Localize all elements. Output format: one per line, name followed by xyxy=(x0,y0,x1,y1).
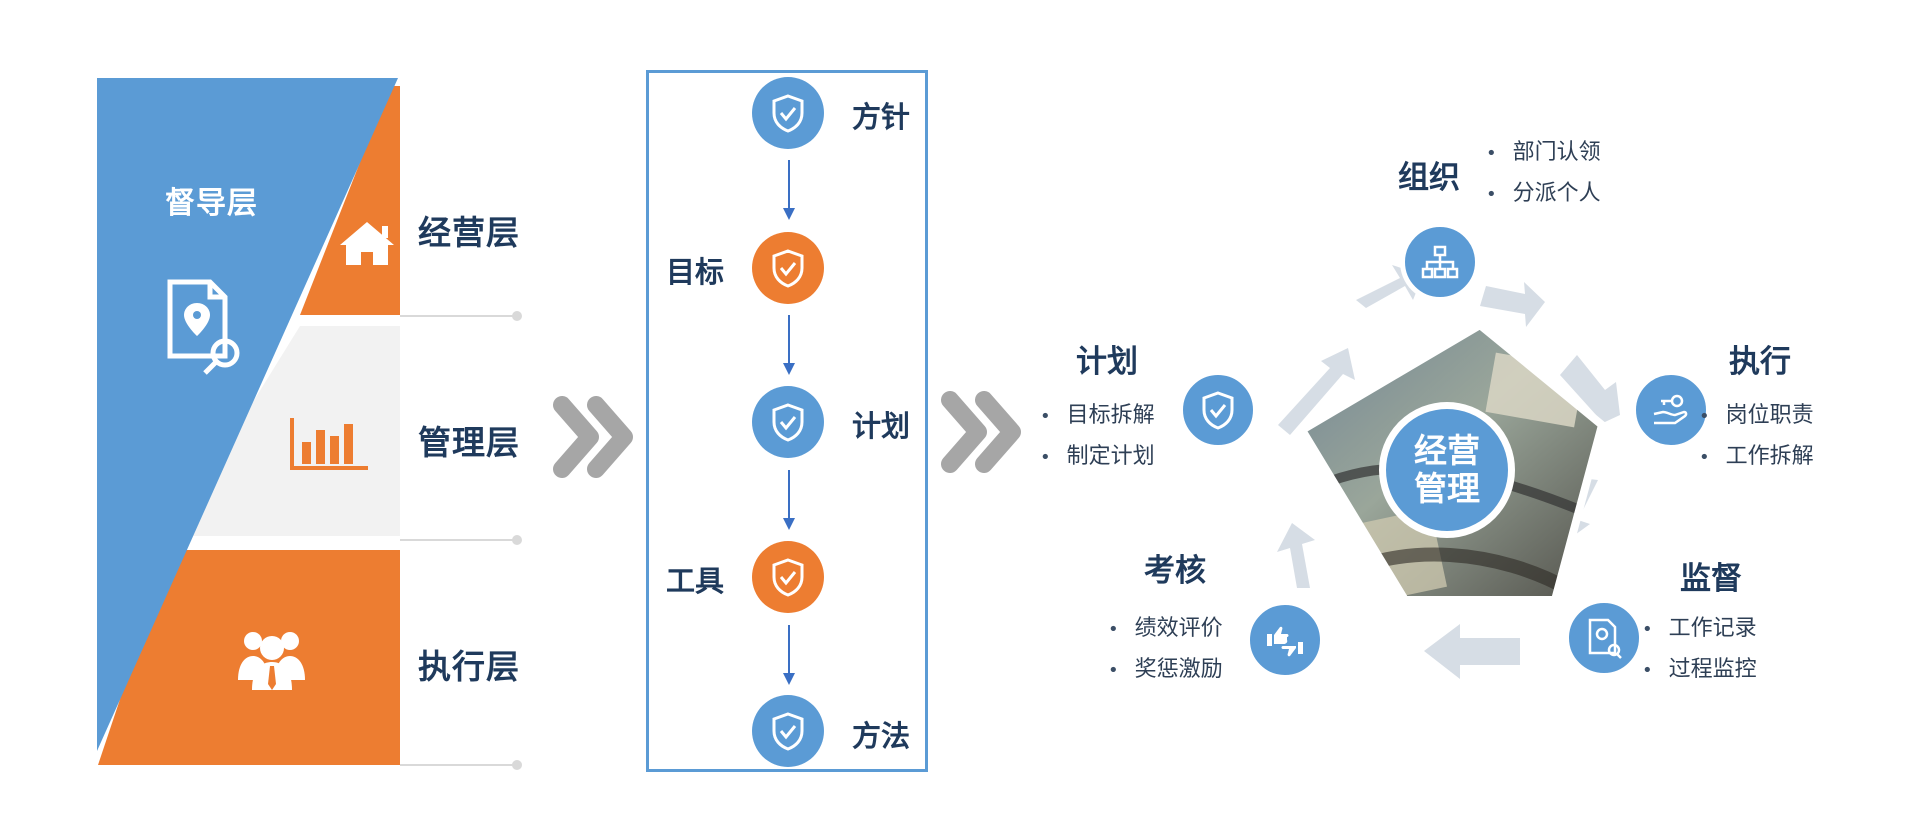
list-item: 岗位职责 xyxy=(1699,396,1814,437)
list-item: 目标拆解 xyxy=(1040,396,1155,437)
node-organize-title: 组织 xyxy=(1398,160,1460,196)
arrow-down-icon xyxy=(783,625,795,685)
shield-check-icon xyxy=(772,712,804,751)
node-execute-items: 岗位职责 工作拆解 xyxy=(1699,396,1814,478)
node-plan-title: 计划 xyxy=(1076,344,1138,380)
list-item: 奖惩激励 xyxy=(1108,650,1223,691)
management-band xyxy=(170,326,400,536)
document-location-search-icon xyxy=(167,279,240,375)
shield-check-icon xyxy=(772,558,804,597)
bar-chart-icon xyxy=(290,418,368,470)
arrow-down-icon xyxy=(783,470,795,530)
list-item: 部门认领 xyxy=(1486,133,1601,174)
hand-key-icon xyxy=(1653,394,1688,425)
org-chart-icon xyxy=(1421,245,1459,279)
list-item: 分派个人 xyxy=(1486,174,1601,215)
layer-operation: 经营层 xyxy=(418,213,520,252)
layer-supervision: 督导层 xyxy=(165,186,258,221)
arrow-down-icon xyxy=(783,160,795,220)
node-assess-items: 绩效评价 奖惩激励 xyxy=(1108,609,1223,691)
list-item: 制定计划 xyxy=(1040,437,1155,478)
node-organize-circle xyxy=(1400,222,1480,302)
flow-step-circle xyxy=(752,695,824,767)
shield-check-icon xyxy=(1202,391,1234,430)
arrow-down-icon xyxy=(783,315,795,375)
node-supervise-title: 监督 xyxy=(1680,561,1742,597)
document-location-search-icon xyxy=(1588,618,1622,659)
flow-step-label: 方法 xyxy=(852,719,911,753)
flow-step-circle xyxy=(752,386,824,458)
thumbs-up-down-icon xyxy=(1267,626,1303,657)
supervision-band xyxy=(97,78,398,751)
layer-execution: 执行层 xyxy=(418,647,520,686)
node-supervise-circle xyxy=(1564,598,1644,678)
list-item: 绩效评价 xyxy=(1108,609,1223,650)
flow-step-circle xyxy=(752,541,824,613)
double-chevron-right-icon xyxy=(553,396,633,478)
flow-step-label: 计划 xyxy=(852,409,911,443)
flow-step-label: 方针 xyxy=(852,100,911,134)
list-item: 工作拆解 xyxy=(1699,437,1814,478)
node-plan-items: 目标拆解 制定计划 xyxy=(1040,396,1155,478)
cycle-graphic xyxy=(1277,265,1620,679)
cycle-center-line-2: 管理 xyxy=(1414,469,1480,508)
cycle-center: 经营 管理 xyxy=(1379,402,1515,538)
list-item: 过程监控 xyxy=(1642,650,1757,691)
shield-check-icon xyxy=(772,94,804,133)
house-icon xyxy=(340,222,394,265)
node-assess-title: 考核 xyxy=(1144,553,1206,589)
layers-graphic xyxy=(97,78,522,770)
shield-check-icon xyxy=(772,403,804,442)
flow-box xyxy=(646,70,928,772)
layer-management: 管理层 xyxy=(418,423,520,462)
cycle-arrows xyxy=(1277,265,1620,679)
node-supervise-items: 工作记录 过程监控 xyxy=(1642,609,1757,691)
node-execute-title: 执行 xyxy=(1729,344,1791,380)
shield-check-icon xyxy=(772,249,804,288)
flow-step-label: 目标 xyxy=(666,255,725,289)
double-chevron-right-icon xyxy=(941,391,1021,473)
node-assess-circle xyxy=(1245,600,1325,680)
list-item: 工作记录 xyxy=(1642,609,1757,650)
flow-step-circle xyxy=(752,232,824,304)
node-plan-circle xyxy=(1178,370,1258,450)
flow-step-label: 工具 xyxy=(666,564,725,598)
team-icon xyxy=(238,632,305,690)
cycle-center-line-1: 经营 xyxy=(1414,431,1480,470)
node-organize-items: 部门认领 分派个人 xyxy=(1486,133,1601,215)
flow-step-circle xyxy=(752,77,824,149)
flow-graphic xyxy=(783,160,795,685)
